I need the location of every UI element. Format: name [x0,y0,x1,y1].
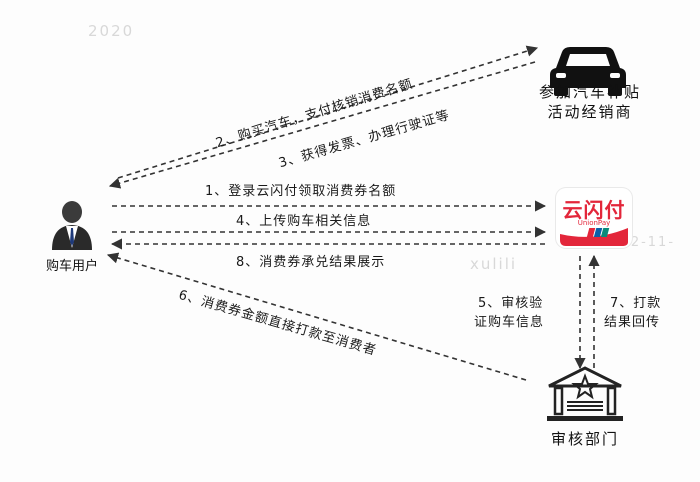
dealer-label-line2: 活动经销商 [547,103,633,121]
audit-label: 审核部门 [550,430,619,448]
step8-label: 8、消费券承兑结果展示 [236,255,386,270]
step7-label-line2: 结果回传 [604,315,661,330]
step7-label-line1: 7、打款 [610,296,662,311]
arrow-step6 [106,252,527,381]
step5-label-line1: 5、审核验 [478,296,544,311]
watermark-name: xulili [470,255,518,273]
step5-label-line2: 证购车信息 [474,315,545,330]
user-icon [52,201,92,250]
arrow-step2 [117,45,539,179]
government-building-icon [547,366,623,421]
app-name: 云闪付 [562,198,626,222]
unionpay-logo: 云闪付 UnionPay [556,188,632,248]
app-subtitle: UnionPay [577,219,611,227]
user-label: 购车用户 [45,259,98,274]
step4-label: 4、上传购车相关信息 [236,214,372,229]
unionpay-mark [560,228,628,246]
arrow-step3 [108,61,536,189]
step1-label: 1、登录云闪付领取消费券名额 [205,184,397,199]
car-icon [550,47,626,96]
dealer-label-line1: 参加汽车补贴 [538,83,641,101]
watermark-year: 2020 [88,22,135,40]
